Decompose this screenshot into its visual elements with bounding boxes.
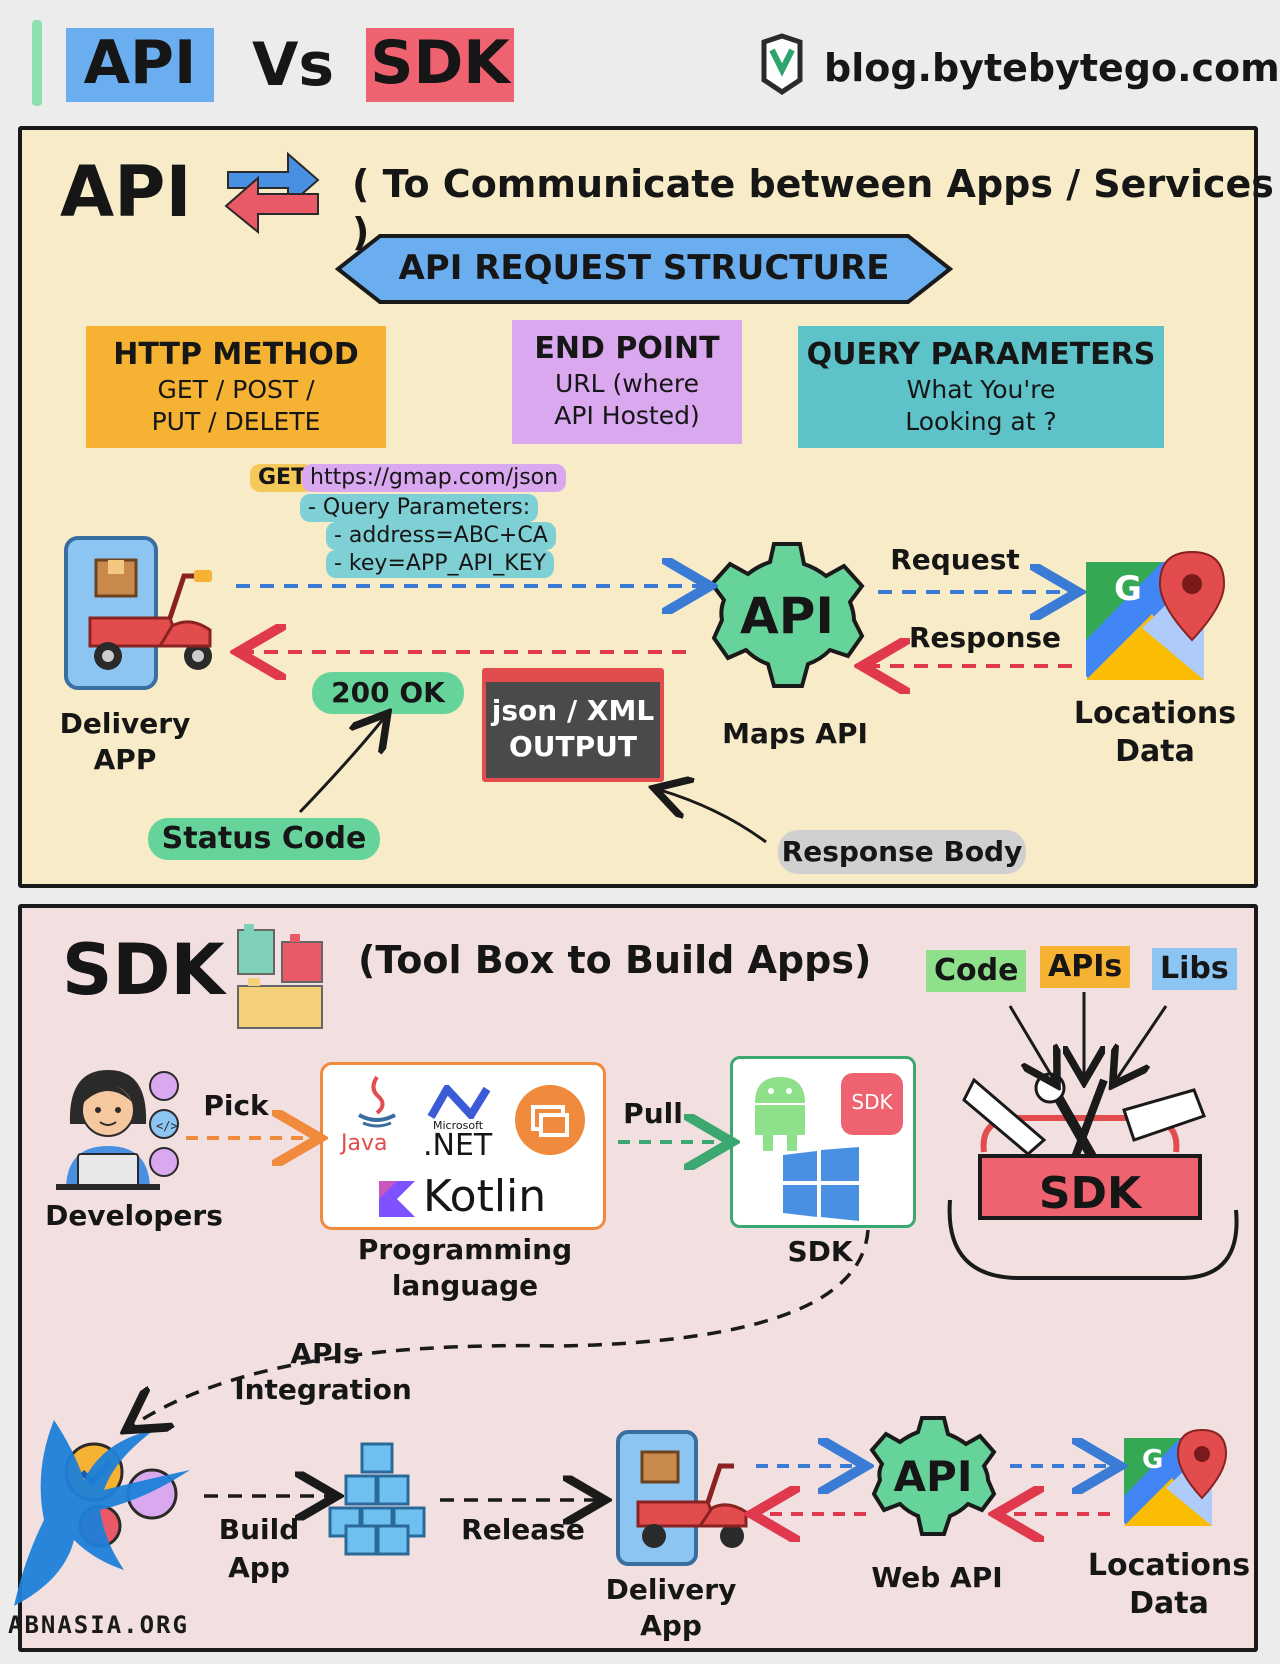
sdk-delivery-app-label-2: App <box>640 1609 702 1642</box>
json-output-topbar <box>486 672 660 682</box>
cubes-icon <box>322 1440 432 1558</box>
svg-text:G: G <box>1142 1445 1163 1475</box>
pick-label: Pick <box>203 1089 269 1122</box>
status-code-pointer-arrow <box>298 718 384 814</box>
request-label: Request <box>890 543 1020 576</box>
developer-avatar-icon: </> <box>46 1062 186 1192</box>
web-api-gear-label: API <box>893 1452 973 1501</box>
libs-tag: Libs <box>1152 948 1237 990</box>
http-method-title: HTTP METHOD <box>113 337 359 372</box>
windows-icon <box>781 1147 861 1221</box>
sdk-locations-label-2: Data <box>1129 1586 1209 1621</box>
abnasia-bird-logo <box>4 1410 194 1610</box>
sdk-platforms-box: SDK <box>730 1056 916 1228</box>
query-params-line1: What You're <box>906 375 1056 404</box>
developers-label: Developers <box>45 1199 223 1232</box>
maps-api-label: Maps API <box>722 717 868 750</box>
tag-arrow-code <box>1008 1005 1054 1080</box>
response-body-pointer-arrow <box>660 790 767 844</box>
web-api-label: Web API <box>871 1561 1003 1594</box>
toolbox-sdk-label: SDK <box>1038 1168 1142 1219</box>
sdk-label: SDK <box>787 1235 853 1268</box>
programming-label-2: language <box>391 1269 539 1302</box>
java-label: Java <box>341 1131 388 1156</box>
delivery-app-label-2: APP <box>93 743 157 776</box>
api-section-subtitle: ( To Communicate between Apps / Services… <box>352 162 1274 254</box>
google-maps-icon: G <box>1082 548 1232 688</box>
sdk-delivery-app-label-1: Delivery <box>605 1573 737 1606</box>
endpoint-line1: URL (where <box>554 369 700 398</box>
pull-label: Pull <box>623 1097 683 1130</box>
programming-label-1: Programming <box>357 1233 573 1266</box>
status-ok-pill: 200 OK <box>312 672 464 714</box>
sdk-section-title: SDK <box>62 929 225 1011</box>
bytebytego-logo-icon <box>758 32 806 96</box>
dotnet-label: .NET <box>423 1128 493 1163</box>
build-app-label-2: App <box>228 1551 290 1584</box>
kotlin-label: Kotlin <box>423 1171 547 1222</box>
header-api-tag: API <box>66 28 214 102</box>
header-vs: Vs <box>252 30 335 100</box>
sdk-locations-label-1: Locations <box>1087 1548 1251 1583</box>
apis-tag: APIs <box>1040 946 1131 988</box>
response-label: Response <box>908 621 1062 654</box>
sdk-section-subtitle: (Tool Box to Build Apps) <box>358 938 872 982</box>
endpoint-box: END POINT URL (where API Hosted) <box>512 320 742 444</box>
build-app-label-1: Build <box>218 1513 300 1546</box>
microsoft-label: Microsoft <box>433 1119 484 1132</box>
building-blocks-icon <box>234 924 330 1034</box>
sdk-delivery-app-icon <box>612 1430 762 1570</box>
exchange-arrows-icon <box>218 132 328 242</box>
svg-text:</>: </> <box>156 1119 178 1133</box>
query-params-line2: Looking at ? <box>905 407 1057 436</box>
locations-data-label-2: Data <box>1115 734 1195 769</box>
sdk-badge-icon <box>841 1073 903 1135</box>
watermark-text: ABNASIA.ORG <box>8 1611 189 1639</box>
toolbox-icon: SDK <box>944 1060 1244 1290</box>
tag-arrow-libs <box>1116 1005 1168 1080</box>
query-params-title: QUERY PARAMETERS <box>806 337 1156 372</box>
endpoint-title: END POINT <box>534 331 720 366</box>
api-request-banner-label: API REQUEST STRUCTURE <box>398 248 890 288</box>
api-section-title: API <box>60 151 192 233</box>
delivery-app-label-1: Delivery <box>59 707 191 740</box>
http-method-line1: GET / POST / <box>157 375 315 404</box>
programming-languages-box: Java Microsoft .NET Kotlin <box>320 1062 606 1230</box>
delivery-app-icon <box>60 536 230 696</box>
code-tag: Code <box>926 950 1027 992</box>
response-body-pill: Response Body <box>778 830 1026 874</box>
json-output-line2: OUTPUT <box>509 730 637 763</box>
json-output-line1: json / XML <box>491 694 655 727</box>
json-output-box: json / XML OUTPUT <box>482 668 664 782</box>
sdk-google-maps-icon: G <box>1120 1428 1230 1532</box>
svg-text:G: G <box>1114 569 1142 609</box>
site-link[interactable]: blog.bytebytego.com <box>824 46 1280 90</box>
sdk-badge-label: SDK <box>851 1090 893 1114</box>
query-params-chip: - Query Parameters: <box>300 494 539 522</box>
maps-api-gear-label: API <box>740 587 834 645</box>
request-url-chip: https://gmap.com/json <box>302 464 567 492</box>
sdk-to-integration-arrow <box>132 1229 870 1426</box>
kotlin-icon <box>379 1181 415 1217</box>
java-icon <box>349 1075 405 1131</box>
locations-data-label-1: Locations <box>1073 696 1237 731</box>
header-sdk-tag: SDK <box>366 28 514 102</box>
status-code-pill: Status Code <box>148 818 380 860</box>
query-params-box: QUERY PARAMETERS What You're Looking at … <box>798 326 1164 448</box>
endpoint-line2: API Hosted) <box>554 401 700 430</box>
http-method-line2: PUT / DELETE <box>151 407 321 436</box>
office-circle-icon <box>513 1083 587 1157</box>
web-api-gear-icon: API <box>868 1414 998 1544</box>
accent-bar <box>32 20 42 106</box>
api-request-banner: API REQUEST STRUCTURE <box>334 232 954 306</box>
dotnet-icon <box>427 1082 501 1122</box>
android-icon <box>745 1069 815 1153</box>
apis-integration-label-2: Integration <box>234 1373 412 1406</box>
key-param-chip: - key=APP_API_KEY <box>326 550 555 578</box>
http-method-box: HTTP METHOD GET / POST / PUT / DELETE <box>86 326 386 448</box>
address-param-chip: - address=ABC+CA <box>326 522 556 550</box>
